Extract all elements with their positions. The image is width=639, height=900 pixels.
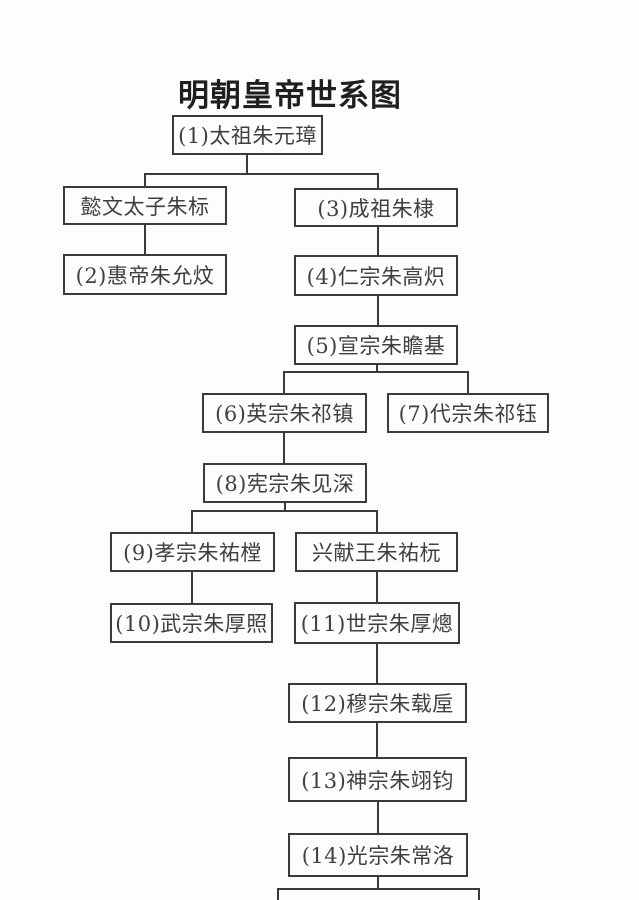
connector-line bbox=[376, 512, 378, 532]
connector-line bbox=[283, 433, 285, 463]
connector-line bbox=[377, 296, 379, 325]
node-renzong: (4)仁宗朱高炽 bbox=[294, 255, 458, 296]
connector-line bbox=[144, 173, 379, 175]
connector-line bbox=[191, 512, 193, 532]
connector-line bbox=[376, 644, 378, 683]
node-xuanzong: (5)宣宗朱瞻基 bbox=[294, 325, 458, 365]
connector-line bbox=[377, 877, 379, 888]
node-wuzong: (10)武宗朱厚照 bbox=[110, 603, 273, 643]
connector-line bbox=[246, 155, 248, 175]
node-shenzong: (13)神宗朱翊钧 bbox=[288, 757, 467, 802]
node-xianzong: (8)宪宗朱见深 bbox=[203, 463, 367, 503]
connector-line bbox=[144, 225, 146, 254]
connector-line bbox=[191, 510, 378, 512]
node-guangzong: (14)光宗朱常洛 bbox=[288, 833, 468, 877]
node-xingxian-wang: 兴献王朱祐杬 bbox=[295, 532, 458, 572]
node-daizong: (7)代宗朱祁钰 bbox=[387, 393, 549, 433]
node-yiwen-taizi: 懿文太子朱标 bbox=[63, 186, 227, 225]
connector-line bbox=[284, 503, 286, 512]
connector-line bbox=[377, 802, 379, 833]
node-chengzu: (3)成祖朱棣 bbox=[294, 188, 458, 227]
node-yingzong: (6)英宗朱祁镇 bbox=[202, 393, 367, 433]
connector-line bbox=[144, 175, 146, 186]
connector-line bbox=[467, 373, 469, 393]
node-huidi: (2)惠帝朱允炆 bbox=[63, 254, 227, 295]
connector-line bbox=[376, 572, 378, 602]
node-muzong: (12)穆宗朱载垕 bbox=[288, 683, 467, 723]
connector-line bbox=[283, 373, 285, 393]
diagram-title: 明朝皇帝世系图 bbox=[178, 78, 402, 114]
node-taizu: (1)太祖朱元璋 bbox=[172, 115, 323, 155]
connector-line bbox=[376, 723, 378, 757]
node-xiaozong: (9)孝宗朱祐樘 bbox=[110, 532, 275, 572]
connector-line bbox=[283, 371, 469, 373]
connector-line bbox=[191, 572, 193, 603]
connector-line bbox=[377, 175, 379, 188]
connector-line bbox=[376, 365, 378, 373]
connector-line bbox=[377, 227, 379, 255]
node-shizong: (11)世宗朱厚熜 bbox=[294, 602, 460, 644]
node-partial-bottom bbox=[277, 888, 480, 900]
